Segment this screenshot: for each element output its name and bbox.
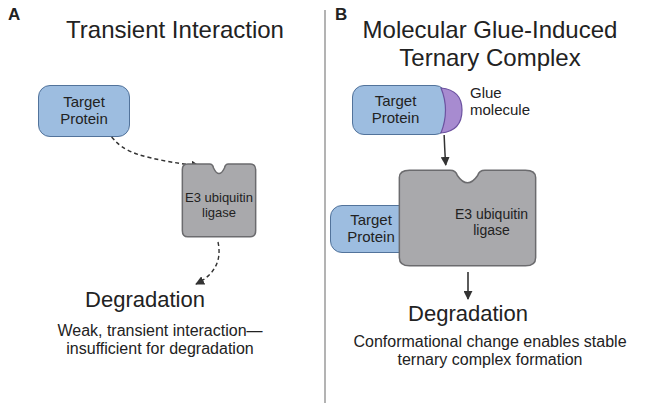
callout-label: Glue molecule [470,84,560,119]
e3-outline-path [182,164,255,237]
node-label: Target Protein [335,212,407,246]
glue-molecule-shape [441,88,462,133]
node-label: Target Protein [45,94,123,128]
panel-caption: Weak, transient interaction— insufficien… [35,322,285,359]
panel-caption: Conformational change enables stable ter… [335,333,645,370]
node-label: E3 ubiquitin ligase [184,191,254,220]
e3-ligase-shape: E3 ubiquitin ligase [395,165,540,270]
panel-letter: B [335,5,365,25]
target-protein-box: Target Protein [352,85,447,135]
result-label: Degradation [70,287,220,312]
glue-molecule-shape [413,207,430,250]
node-label: E3 ubiquitin ligase [452,207,532,238]
e3-outline-path [399,170,535,266]
panel-letter: A [8,5,38,25]
target-protein-box: Target Protein [38,85,130,137]
panel-divider [324,10,326,403]
panel-title: Transient Interaction [65,16,285,44]
dashed-arrow [196,242,219,284]
solid-arrow [467,272,469,299]
node-label: Target Protein [359,93,432,127]
e3-ligase-shape: E3 ubiquitin ligase [180,160,258,240]
panel-title: Molecular Glue-Induced Ternary Complex [330,16,650,71]
arrow-connector [444,135,446,165]
arrow-connector [112,137,200,166]
result-label: Degradation [393,301,543,326]
